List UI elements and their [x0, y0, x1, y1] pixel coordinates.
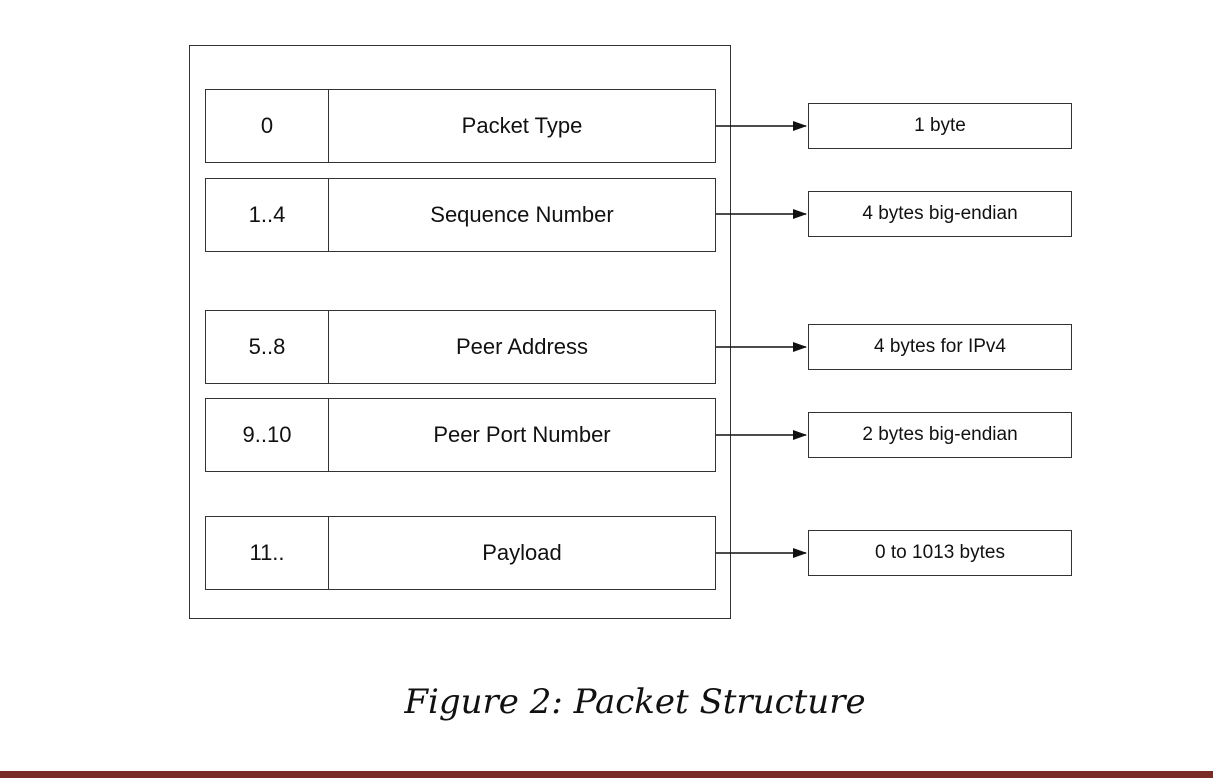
size-packet-type: 1 byte [808, 103, 1072, 149]
field-name: Sequence Number [430, 202, 614, 227]
footer-bar [0, 771, 1213, 778]
packet-container [189, 45, 731, 619]
field-peer-port-number: 9..10 Peer Port Number [205, 398, 716, 472]
field-offset: 11.. [206, 517, 329, 589]
field-name: Peer Address [455, 334, 589, 359]
field-offset: 5..8 [206, 311, 329, 383]
field-offset: 1..4 [206, 179, 329, 251]
field-name: Packet Type [461, 113, 583, 138]
size-sequence-number: 4 bytes big-endian [808, 191, 1072, 237]
field-offset: 0 [206, 90, 329, 162]
field-packet-type: 0 Packet Type [205, 89, 716, 163]
field-payload: 11.. Payload [205, 516, 716, 590]
field-offset: 9..10 [206, 399, 329, 471]
field-sequence-number: 1..4 Sequence Number [205, 178, 716, 252]
figure-caption: Figure 2: Packet Structure [404, 682, 866, 722]
size-peer-port-number: 2 bytes big-endian [808, 412, 1072, 458]
field-name: Peer Port Number [433, 422, 611, 447]
field-peer-address: 5..8 Peer Address [205, 310, 716, 384]
size-peer-address: 4 bytes for IPv4 [808, 324, 1072, 370]
field-name: Payload [482, 540, 562, 565]
size-payload: 0 to 1013 bytes [808, 530, 1072, 576]
